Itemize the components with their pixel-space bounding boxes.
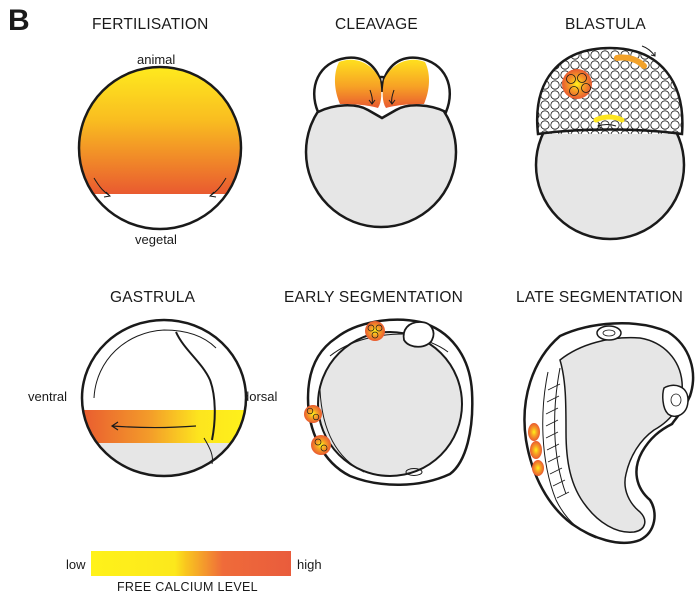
late-segmentation-embryo (524, 323, 693, 543)
fertilisation-embryo (70, 60, 250, 229)
early-seg-calcium-head (365, 321, 385, 341)
early-seg-calcium-trunk-2 (311, 435, 331, 455)
blastula-calcium-cluster (562, 69, 592, 99)
blastula-embryo (530, 44, 686, 239)
early-segmentation-embryo (304, 320, 472, 485)
gastrula-embryo (80, 320, 250, 480)
early-seg-calcium-trunk-1 (304, 405, 322, 423)
calcium-legend-bar (91, 551, 291, 576)
cleavage-embryo (306, 58, 456, 227)
